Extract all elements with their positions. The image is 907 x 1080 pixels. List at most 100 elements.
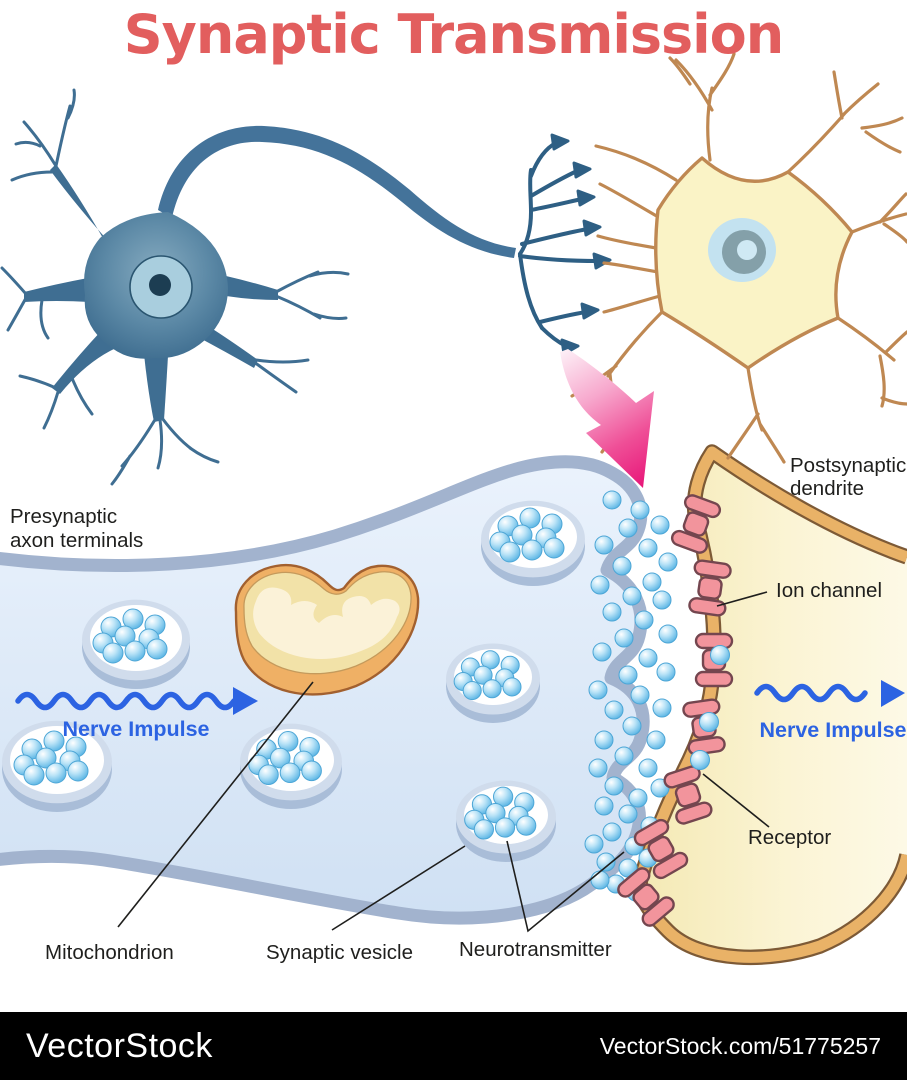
neurotransmitter-dot bbox=[521, 539, 543, 561]
postsynaptic-interior bbox=[640, 452, 907, 958]
neurotransmitter-dot bbox=[480, 650, 500, 670]
neurotransmitter-dot bbox=[612, 556, 632, 576]
neurotransmitter-dot bbox=[594, 796, 614, 816]
receptor bbox=[663, 765, 713, 825]
synaptic-vesicle-leader bbox=[331, 845, 466, 931]
ion-channel bbox=[670, 494, 722, 554]
axon-terminal-tree bbox=[518, 133, 612, 356]
neurotransmitter-dot bbox=[279, 762, 301, 784]
neurotransmitter-dot bbox=[630, 500, 650, 520]
vectorstock-logo: VectorStock bbox=[26, 1026, 213, 1065]
neurotransmitter-dot bbox=[642, 572, 662, 592]
mitochondrion-cristae bbox=[253, 587, 400, 659]
neurotransmitter-dot bbox=[301, 760, 322, 782]
neurotransmitter-dot bbox=[652, 698, 672, 718]
neurotransmitter-dot bbox=[499, 541, 521, 563]
neurotransmitter-dot bbox=[622, 716, 642, 736]
neurotransmitter-dot bbox=[634, 610, 654, 630]
neurotransmitter-dot bbox=[511, 524, 533, 546]
neurotransmitter-dot bbox=[622, 586, 642, 606]
neurotransmitter-dot bbox=[638, 648, 658, 668]
neurotransmitter-dot bbox=[588, 758, 608, 778]
leader-lines bbox=[117, 591, 770, 933]
neurotransmitter-dot bbox=[590, 870, 610, 890]
axon-boutons bbox=[550, 133, 612, 356]
neurotransmitter-dot bbox=[122, 608, 144, 630]
neurotransmitter-dot bbox=[473, 665, 493, 685]
nerve-impulse-arrowhead bbox=[233, 687, 258, 715]
postsynaptic-label-line2: dendrite bbox=[790, 477, 864, 500]
neurotransmitter-dot bbox=[614, 628, 634, 648]
ion-channel bbox=[617, 867, 675, 927]
neurotransmitter-dot bbox=[462, 681, 482, 701]
mitochondrion-label: Mitochondrion bbox=[45, 941, 174, 964]
blue-axon bbox=[158, 125, 516, 258]
neurotransmitter-dot bbox=[43, 730, 65, 752]
neurotransmitter-dot bbox=[638, 538, 658, 558]
synaptic-vesicle bbox=[446, 643, 540, 723]
neurotransmitter-leader bbox=[506, 840, 625, 933]
neurotransmitter-dot bbox=[516, 815, 537, 836]
presynaptic-label-line1: Presynaptic bbox=[10, 505, 117, 528]
neurotransmitter-dot bbox=[602, 602, 622, 622]
neurotransmitter-dot bbox=[482, 679, 502, 699]
neurotransmitter-dot bbox=[594, 730, 614, 750]
blue-dendrites bbox=[0, 88, 350, 486]
receptor-leader bbox=[702, 773, 770, 828]
nerve-impulse-label-left: Nerve Impulse bbox=[63, 717, 210, 741]
neurotransmitter-dot bbox=[67, 760, 89, 782]
neurotransmitter-dot bbox=[258, 764, 279, 786]
ion-channel-label: Ion channel bbox=[776, 579, 882, 602]
neurotransmitter-dot bbox=[604, 700, 624, 720]
neurotransmitter-dot bbox=[277, 731, 299, 752]
neurotransmitter-dot bbox=[618, 518, 638, 538]
neurotransmitter-dot bbox=[614, 746, 634, 766]
postsynaptic-dendrite bbox=[632, 444, 907, 965]
neurotransmitter-dot bbox=[658, 552, 678, 572]
neurotransmitter-dot bbox=[658, 624, 678, 644]
neurotransmitter-dot bbox=[502, 677, 522, 697]
postsynaptic-membrane bbox=[634, 446, 907, 963]
ion-channel bbox=[688, 559, 732, 617]
mitochondrion-leader bbox=[117, 681, 314, 928]
synaptic-vesicle bbox=[82, 599, 190, 689]
neurotransmitter-dot bbox=[646, 730, 666, 750]
neurotransmitter-dot bbox=[493, 786, 514, 807]
ion-channel bbox=[633, 818, 689, 880]
neurotransmitter-dot bbox=[494, 817, 516, 838]
neurotransmitter-dot bbox=[656, 662, 676, 682]
illustration-canvas: Nerve Impulse Nerve Impulse bbox=[0, 52, 907, 965]
neurotransmitter-dot bbox=[473, 819, 494, 840]
synaptic-vesicle bbox=[456, 780, 556, 862]
neurotransmitter-dot bbox=[638, 758, 658, 778]
nerve-impulse-arrowhead bbox=[881, 680, 905, 707]
nerve-impulse-wave bbox=[754, 683, 868, 703]
blue-nucleolus bbox=[149, 274, 171, 296]
mitochondrion bbox=[234, 563, 420, 696]
synaptic-vesicle bbox=[2, 720, 112, 812]
neurotransmitter-dot bbox=[35, 747, 57, 769]
neurotransmitter-dot bbox=[592, 642, 612, 662]
nerve-impulse-label-right: Nerve Impulse bbox=[760, 718, 907, 742]
neurotransmitter-dot bbox=[124, 640, 146, 662]
neurotransmitter-dot bbox=[602, 490, 622, 510]
synaptic-vesicle bbox=[481, 500, 585, 586]
neurotransmitter-dot bbox=[519, 507, 541, 529]
ion-channels-layer bbox=[617, 494, 734, 927]
neurotransmitter-dot bbox=[269, 747, 291, 769]
yellow-nucleolus bbox=[737, 240, 757, 260]
zoom-arrow bbox=[560, 349, 654, 488]
neurotransmitter-label: Neurotransmitter bbox=[459, 938, 612, 961]
neurotransmitter-dot bbox=[102, 642, 124, 664]
neurotransmitter-dot bbox=[596, 852, 616, 872]
neurotransmitter-dot bbox=[628, 788, 648, 808]
watermark-bar: VectorStock VectorStock.com/51775257 bbox=[0, 1012, 907, 1080]
neurotransmitter-dot bbox=[485, 802, 506, 824]
neurotransmitter-dot bbox=[588, 680, 608, 700]
postsynaptic-label-line1: Postsynaptic bbox=[790, 454, 906, 477]
neurotransmitter-dot bbox=[618, 804, 638, 824]
vectorstock-credit: VectorStock.com/51775257 bbox=[599, 1032, 881, 1059]
bound-neurotransmitter-dot bbox=[690, 750, 710, 770]
neurotransmitter-dot bbox=[114, 625, 136, 647]
